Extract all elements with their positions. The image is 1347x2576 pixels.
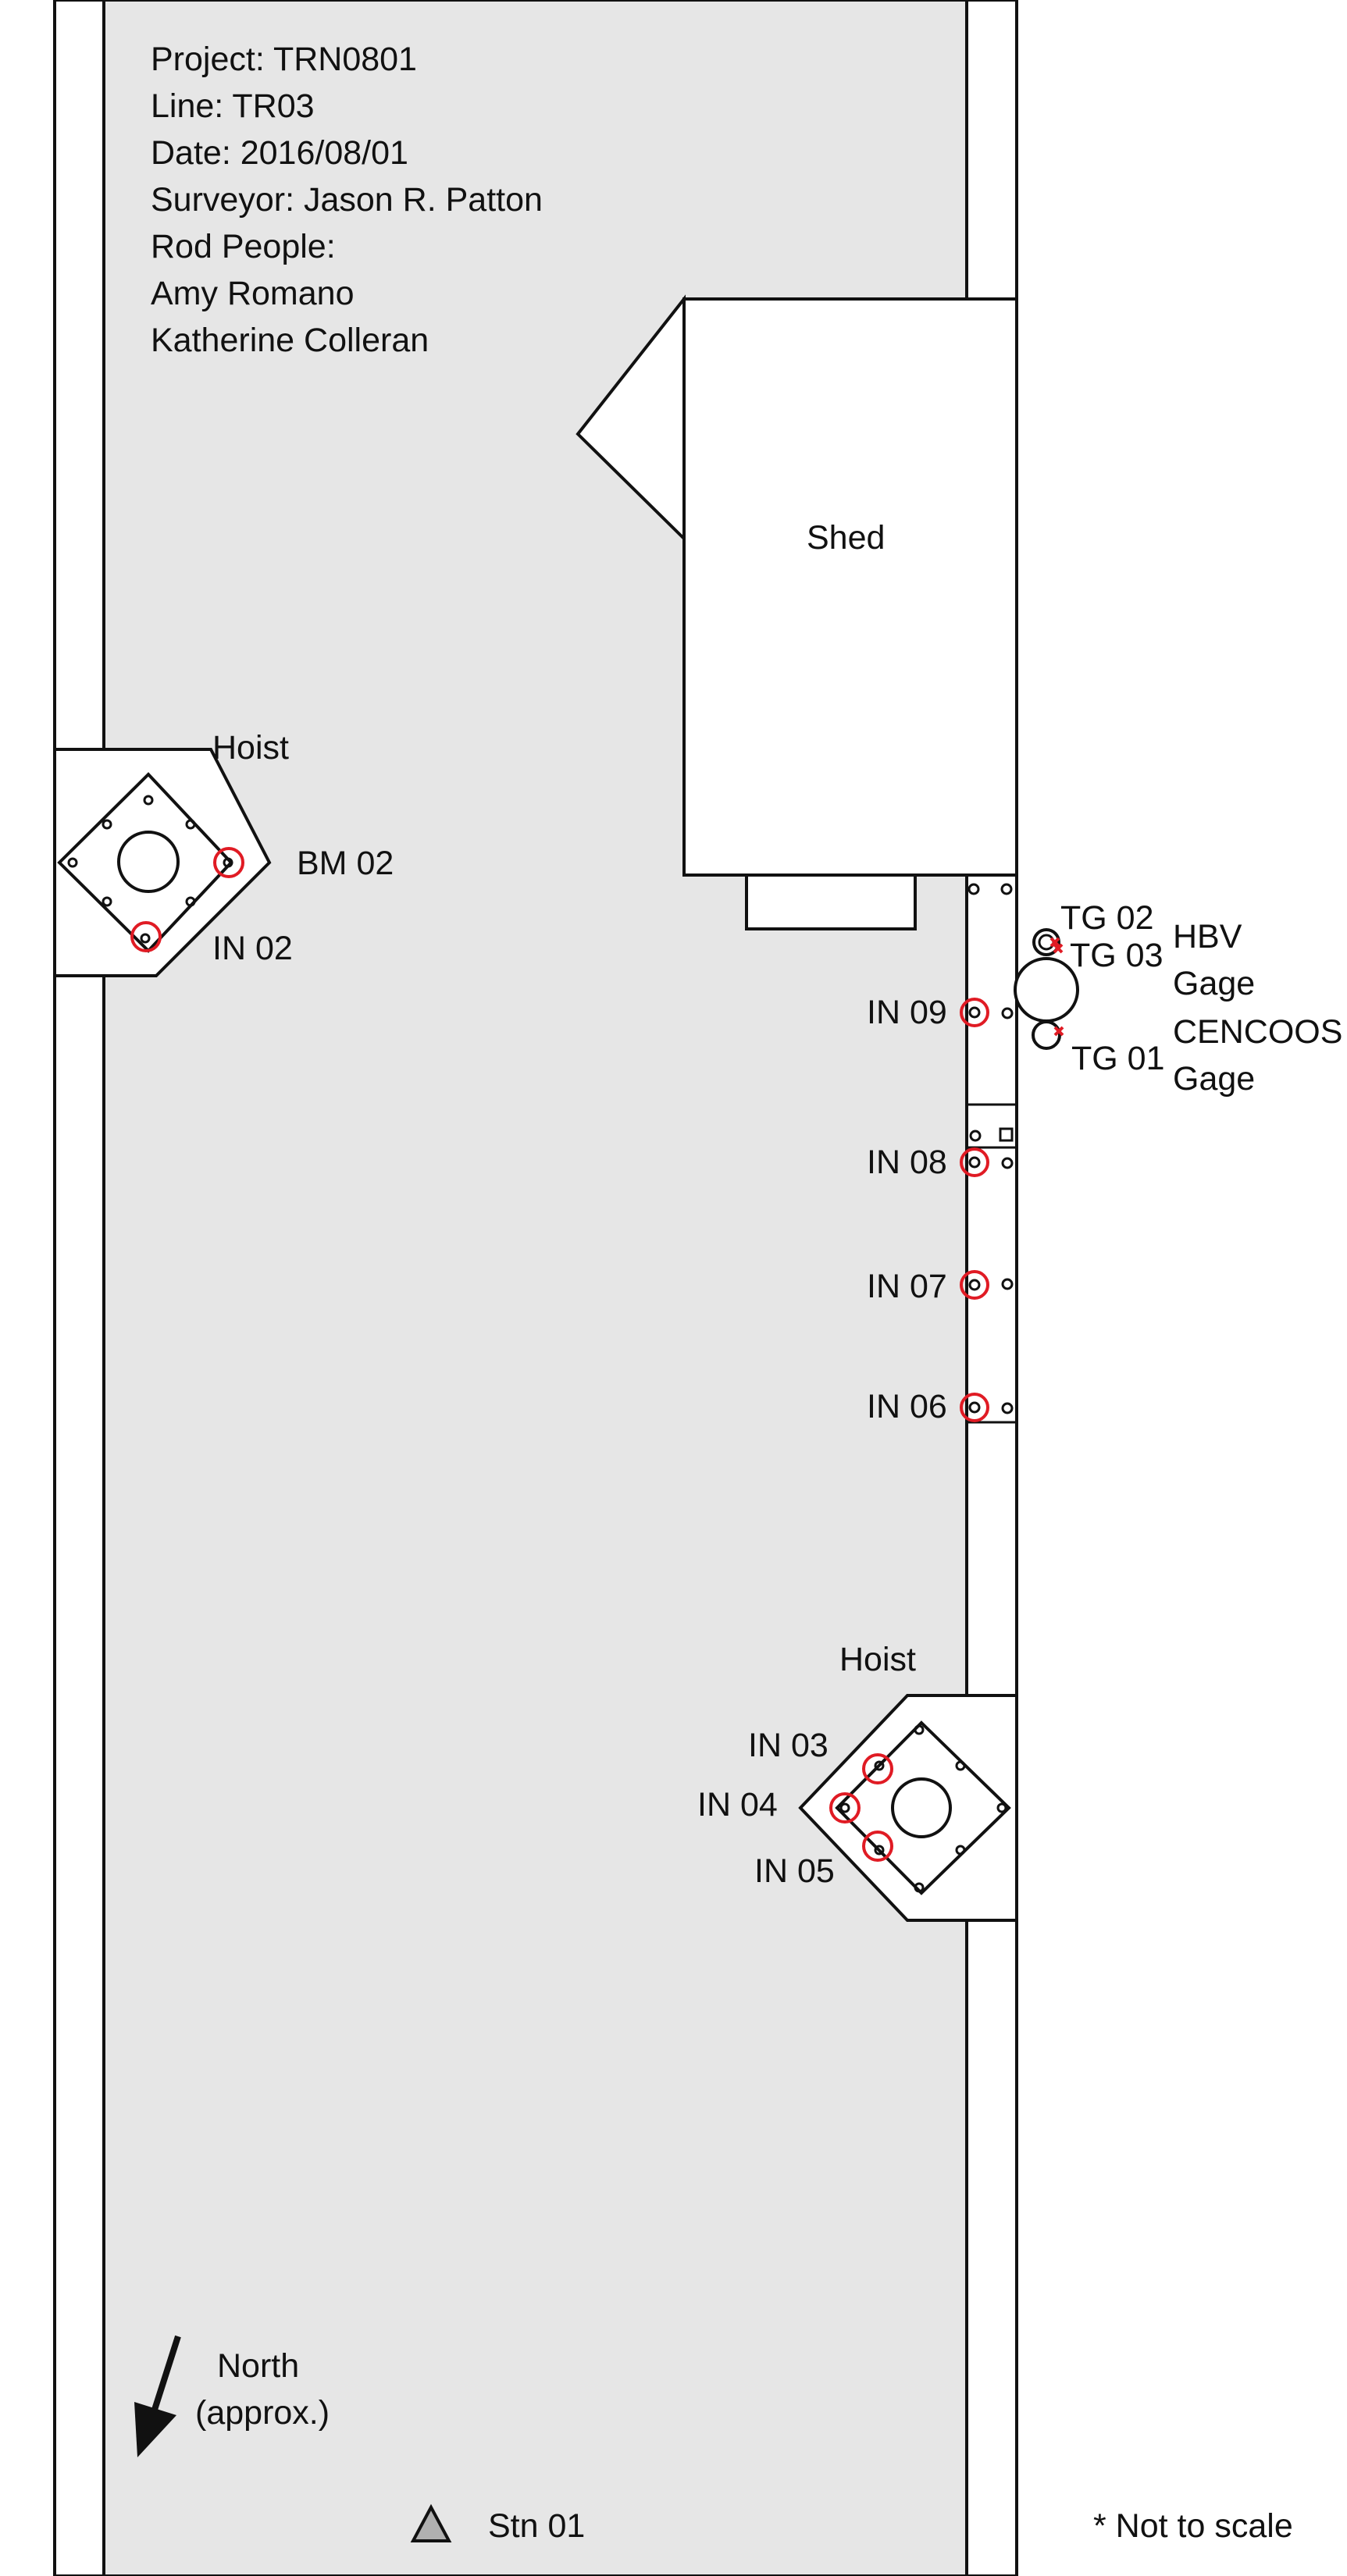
point-in06: IN 06 <box>867 1388 989 1425</box>
arrow-head <box>134 2402 176 2457</box>
in07-label: IN 07 <box>867 1268 947 1305</box>
bolt <box>102 819 112 830</box>
hoist-east-platform <box>798 1694 1018 1922</box>
tg02-label: TG 02 <box>1060 899 1154 937</box>
bolt <box>996 1802 1007 1813</box>
arrow-down-left-icon <box>151 2335 181 2414</box>
bolt <box>143 795 154 806</box>
rod-people-label: Rod People: <box>151 228 336 265</box>
date-text: Date: 2016/08/01 <box>151 134 408 172</box>
header-block: Project: TRN0801 Line: TR03 Date: 2016/0… <box>151 41 543 359</box>
in04-label: IN 04 <box>697 1786 778 1823</box>
tg03-label: TG 03 <box>1070 937 1163 974</box>
surveyor-text: Surveyor: Jason R. Patton <box>151 181 543 219</box>
tg-x-marks <box>1049 937 1064 1037</box>
bolt <box>140 933 151 944</box>
tide-gauges: TG 02 TG 03 TG 01 HBV Gage CENCOOS Gage <box>1014 899 1342 1098</box>
hoist-east-drum <box>891 1777 952 1838</box>
west-walkway <box>53 0 105 2576</box>
point-in05: IN 05 <box>754 1831 893 1890</box>
shed-label: Shed <box>807 519 885 557</box>
point-in08: IN 08 <box>867 1144 989 1181</box>
hoist-east-base <box>835 1720 1011 1895</box>
bolt <box>185 819 196 830</box>
bolt <box>874 1845 885 1856</box>
cencoos-gage-label-1: CENCOOS <box>1173 1013 1342 1051</box>
in09-label: IN 09 <box>867 994 947 1031</box>
in03-label: IN 03 <box>748 1727 829 1764</box>
bolt <box>874 1760 885 1771</box>
bolt <box>223 857 233 868</box>
in05-label: IN 05 <box>754 1852 835 1890</box>
not-to-scale-note: * Not to scale <box>1093 2507 1293 2545</box>
rod-person-1: Amy Romano <box>151 275 354 312</box>
in08-label: IN 08 <box>867 1144 947 1181</box>
hbv-gage-icon <box>1014 957 1079 1023</box>
north-label: North <box>217 2347 299 2385</box>
bolt <box>914 1882 925 1893</box>
walkway-fixtures <box>967 883 1017 1424</box>
hbv-gage-label-1: HBV <box>1173 918 1242 955</box>
in06-label: IN 06 <box>867 1388 947 1425</box>
triangle-icon <box>410 2503 452 2542</box>
point-in03: IN 03 <box>748 1727 893 1784</box>
bolt <box>955 1845 966 1856</box>
in02-label: IN 02 <box>212 930 293 967</box>
bolt <box>67 857 78 868</box>
hbv-gage-label-2: Gage <box>1173 965 1255 1002</box>
point-in07: IN 07 <box>867 1268 989 1305</box>
point-in04: IN 04 <box>697 1786 861 1823</box>
bolt <box>914 1724 925 1735</box>
shed-body <box>682 297 1018 877</box>
shed-step <box>745 873 917 930</box>
hoist-east-label: Hoist <box>839 1641 916 1678</box>
stn01-label: Stn 01 <box>488 2507 585 2545</box>
bolt <box>102 896 112 907</box>
bm02-label: BM 02 <box>297 845 394 882</box>
point-in09: IN 09 <box>867 994 989 1031</box>
point-in02: IN 02 <box>130 921 293 967</box>
tg01-label: TG 01 <box>1071 1040 1165 1077</box>
bolt <box>185 896 196 907</box>
tg02-marker-icon <box>1032 928 1060 956</box>
station-01: Stn 01 <box>410 2503 585 2545</box>
cencoos-gage-label-2: Gage <box>1173 1060 1255 1098</box>
rod-person-2: Katherine Colleran <box>151 322 429 359</box>
project-text: Project: TRN0801 <box>151 41 417 78</box>
north-arrow: North (approx.) <box>134 2335 330 2457</box>
hoist-west-platform <box>53 748 272 977</box>
shed: Shed <box>576 294 1018 930</box>
north-approx-label: (approx.) <box>195 2394 330 2432</box>
hoist-west-label: Hoist <box>212 729 289 767</box>
bolt <box>839 1802 850 1813</box>
hoist-east: Hoist <box>798 1641 1018 1922</box>
bolt <box>955 1760 966 1771</box>
hoist-west-drum <box>117 831 180 893</box>
point-bm02: BM 02 <box>213 845 394 882</box>
cencoos-gage-icon <box>1032 1020 1061 1050</box>
survey-points: BM 02 IN 02 IN 09 IN 08 IN 07 IN 06 <box>130 845 989 1890</box>
line-text: Line: TR03 <box>151 87 315 125</box>
